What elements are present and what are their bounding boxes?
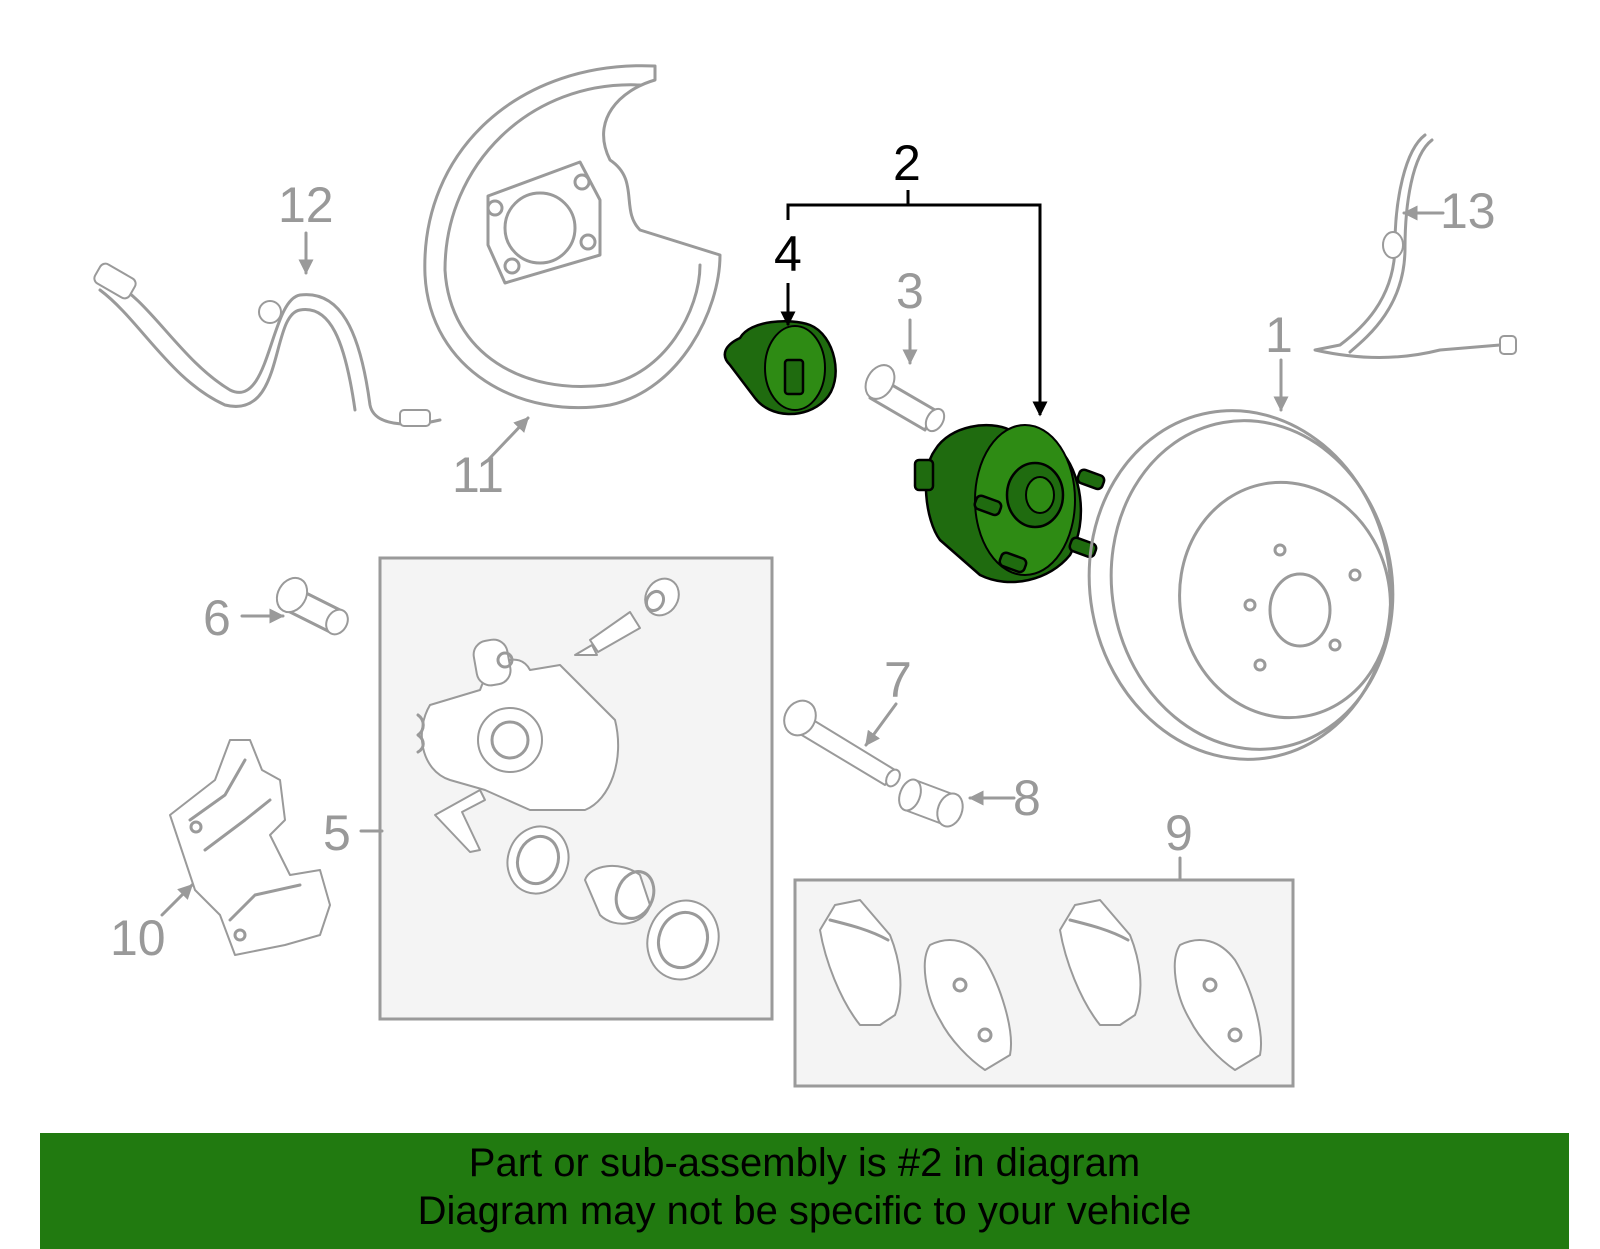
callout-6: 6 [203, 590, 231, 646]
callout-1: 1 [1265, 307, 1293, 363]
leader-lines [160, 205, 1445, 917]
caliper-bracket-part [169, 739, 331, 956]
banner-line-1: Part or sub-assembly is #2 in diagram [468, 1141, 1141, 1185]
callout-4: 4 [774, 226, 802, 282]
abs-sensor-part [1313, 133, 1517, 359]
bearing-part [723, 320, 837, 416]
brake-pads-part [793, 878, 1295, 1088]
callout-7: 7 [884, 652, 912, 708]
dust-shield-part [423, 64, 722, 410]
callout-3: 3 [896, 263, 924, 319]
caliper-kit-part [378, 556, 774, 1021]
callout-5: 5 [323, 805, 351, 861]
brake-rotor-part [1087, 409, 1395, 761]
callout-9: 9 [1165, 805, 1193, 861]
callout-2: 2 [893, 135, 921, 191]
info-banner: Part or sub-assembly is #2 in diagram Di… [40, 1133, 1569, 1249]
callout-8: 8 [1013, 770, 1041, 826]
hub-bolt-part [864, 364, 946, 433]
boot-part [898, 778, 964, 828]
hub-assembly-part [913, 423, 1106, 584]
bolt-part-6 [275, 576, 349, 636]
callout-13: 13 [1440, 183, 1496, 239]
guide-pin-part [783, 699, 901, 788]
callout-11: 11 [452, 447, 504, 503]
callout-10: 10 [110, 910, 166, 966]
banner-line-2: Diagram may not be specific to your vehi… [417, 1189, 1192, 1233]
assembly-bracket [780, 190, 1048, 417]
callout-12: 12 [278, 177, 334, 233]
brake-hose-part [93, 262, 442, 427]
